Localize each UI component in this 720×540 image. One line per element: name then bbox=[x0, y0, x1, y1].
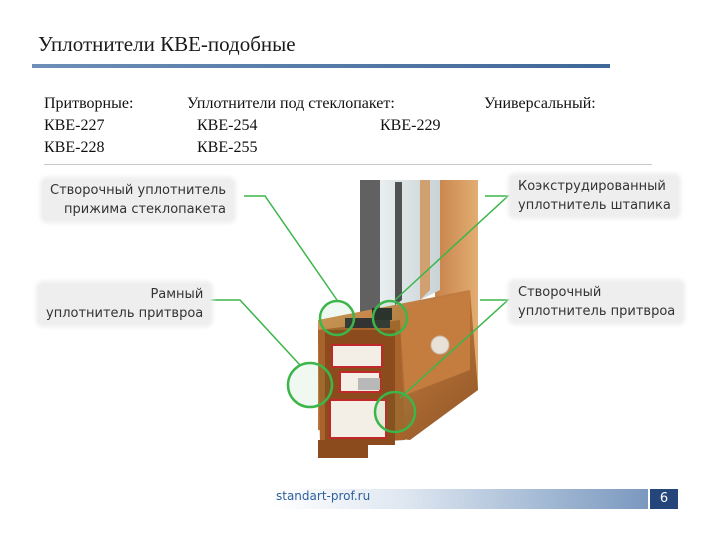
callout-line: Рамный bbox=[150, 287, 204, 302]
highlight-circle bbox=[373, 390, 417, 434]
divider bbox=[44, 164, 652, 165]
footer-bar bbox=[272, 489, 648, 509]
slide-title: Уплотнители КВЕ-подобные bbox=[38, 32, 296, 56]
column-header: Уплотнители под стеклопакет: bbox=[187, 95, 395, 112]
highlight-circle bbox=[286, 361, 334, 409]
list-item: КВЕ-229 bbox=[380, 117, 441, 134]
callout-line: уплотнитель притвроа bbox=[518, 304, 676, 319]
callout-line: прижима стеклопакета bbox=[64, 202, 227, 217]
callout-line: Створочный bbox=[518, 285, 602, 300]
callout-line: уплотнитель штапика bbox=[518, 198, 671, 213]
title-underline bbox=[32, 64, 610, 68]
highlight-circles bbox=[286, 299, 417, 434]
column-universal: Универсальный: bbox=[484, 93, 596, 115]
column-pritvornye: Притворные: КВЕ-227 КВЕ-228 bbox=[44, 93, 133, 159]
list-item: КВЕ-227 bbox=[44, 117, 105, 134]
column-extra: КВЕ-229 bbox=[380, 115, 440, 137]
column-header: Притворные: bbox=[44, 95, 134, 112]
column-glazing-seals-header: Уплотнители под стеклопакет: bbox=[187, 93, 395, 115]
callout-line: Коэкструдированный bbox=[518, 179, 666, 194]
column-header: Универсальный: bbox=[484, 95, 596, 112]
list-item: КВЕ-228 bbox=[44, 139, 105, 156]
page-number: 6 bbox=[650, 489, 678, 509]
callout-frame-rebate-seal: Рамный уплотнитель притвроа bbox=[40, 285, 210, 323]
callout-sash-rebate-seal: Створочный уплотнитель притвроа bbox=[512, 283, 682, 321]
list-item: КВЕ-255 bbox=[197, 139, 258, 156]
column-glazing-seals: КВЕ-254 КВЕ-255 bbox=[197, 115, 257, 159]
callout-sash-glazing-seal: Створочный уплотнитель прижима стеклопак… bbox=[44, 181, 233, 219]
highlight-circle bbox=[371, 299, 409, 337]
footer-website-link[interactable]: standart-prof.ru bbox=[276, 489, 371, 503]
window-profile-illustration bbox=[200, 180, 510, 458]
callout-line: уплотнитель притвроа bbox=[46, 306, 204, 321]
leader-lines bbox=[200, 195, 510, 399]
callout-bead-seal: Коэкструдированный уплотнитель штапика bbox=[512, 177, 677, 215]
callout-line: Створочный уплотнитель bbox=[50, 183, 227, 198]
highlight-circle bbox=[318, 299, 356, 337]
list-item: КВЕ-254 bbox=[197, 117, 258, 134]
